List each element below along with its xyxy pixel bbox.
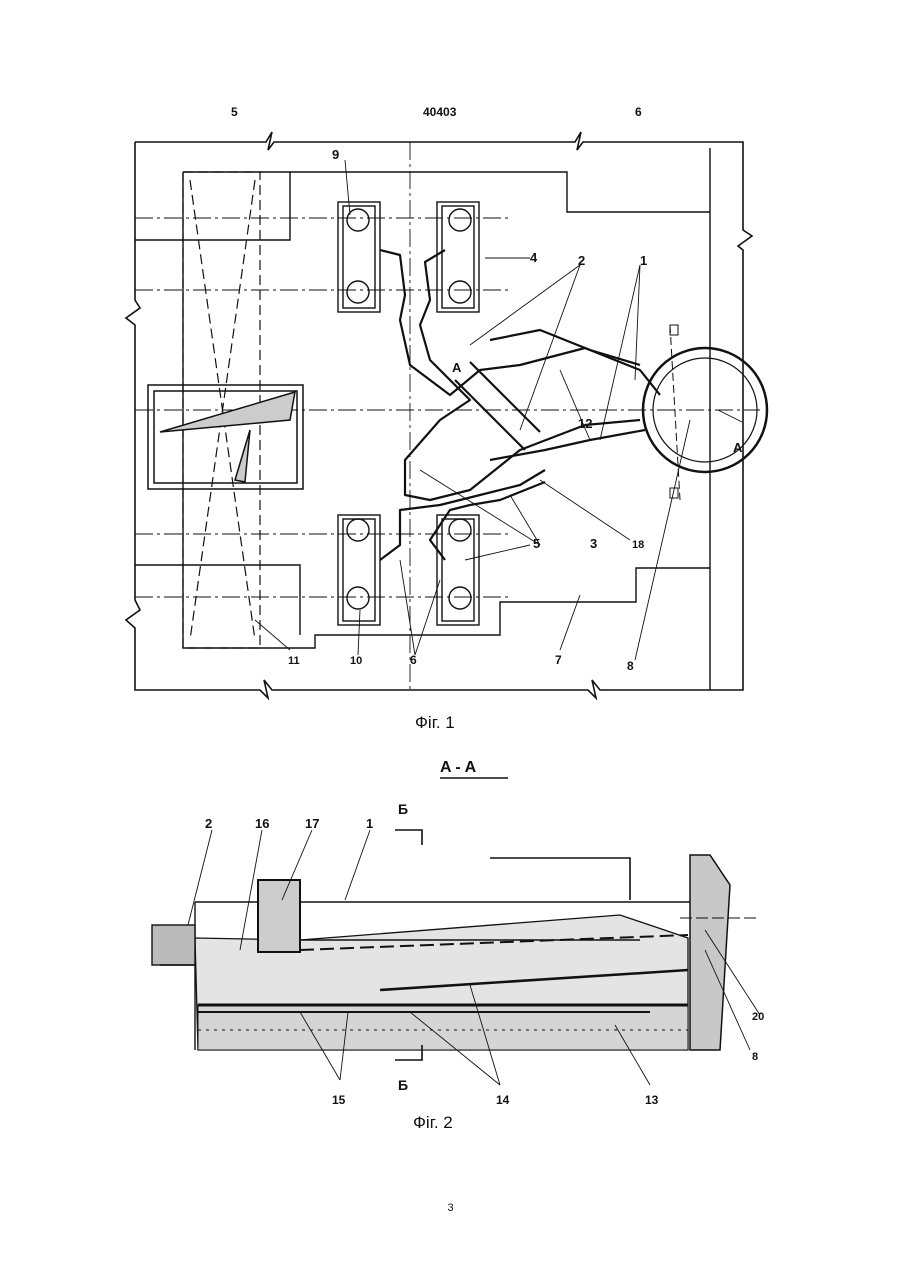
fig1-label-section-a-left: A: [452, 360, 462, 375]
fig1-label-12: 12: [578, 416, 592, 431]
fig2-label-b-bottom: Б: [398, 1077, 408, 1093]
fig2-label-17: 17: [305, 816, 319, 831]
fig1-label-4: 4: [530, 250, 538, 265]
fig1-label-18: 18: [632, 539, 644, 551]
figure-2-drawing: A - A 2: [0, 750, 901, 1130]
fig2-block-17: [258, 880, 300, 952]
fig2-label-14: 14: [496, 1093, 510, 1107]
fig2-wall: [690, 855, 730, 1050]
fig2-label-13: 13: [645, 1093, 659, 1107]
fig1-label-7: 7: [555, 653, 562, 667]
fig2-label-2: 2: [205, 816, 212, 831]
fig1-label-10: 10: [350, 655, 362, 667]
fig2-label-1: 1: [366, 816, 373, 831]
fig1-label-5: 5: [533, 536, 540, 551]
fig2-section-title: A - A: [440, 759, 477, 776]
fig1-label-6: 6: [410, 653, 417, 667]
fig2-label-16: 16: [255, 816, 269, 831]
fig1-ladle-pit: [148, 385, 303, 489]
fig1-label-8: 8: [627, 659, 634, 673]
fig1-label-9: 9: [332, 147, 339, 162]
fig1-label-11: 11: [288, 655, 300, 667]
fig1-motor-units: [338, 202, 479, 625]
fig2-label-b-top: Б: [398, 801, 408, 817]
fig2-label-8: 8: [752, 1051, 758, 1063]
fig1-label-3: 3: [590, 536, 597, 551]
figure-1-caption: Фіг. 1: [415, 713, 455, 733]
fig1-furnace-circle: [643, 325, 767, 500]
fig1-label-1: 1: [640, 253, 647, 268]
page-number: 3: [0, 1202, 901, 1214]
figure-2-caption: Фіг. 2: [413, 1113, 453, 1133]
fig1-runners: [380, 250, 660, 560]
fig2-label-15: 15: [332, 1093, 346, 1107]
figure-1-drawing: 9 4 2 1 A A 12 5 3 18 11 10 6 7 8: [0, 0, 901, 720]
fig1-label-section-a-right: A: [733, 440, 743, 455]
fig2-label-20: 20: [752, 1011, 764, 1023]
fig1-label-2: 2: [578, 253, 585, 268]
